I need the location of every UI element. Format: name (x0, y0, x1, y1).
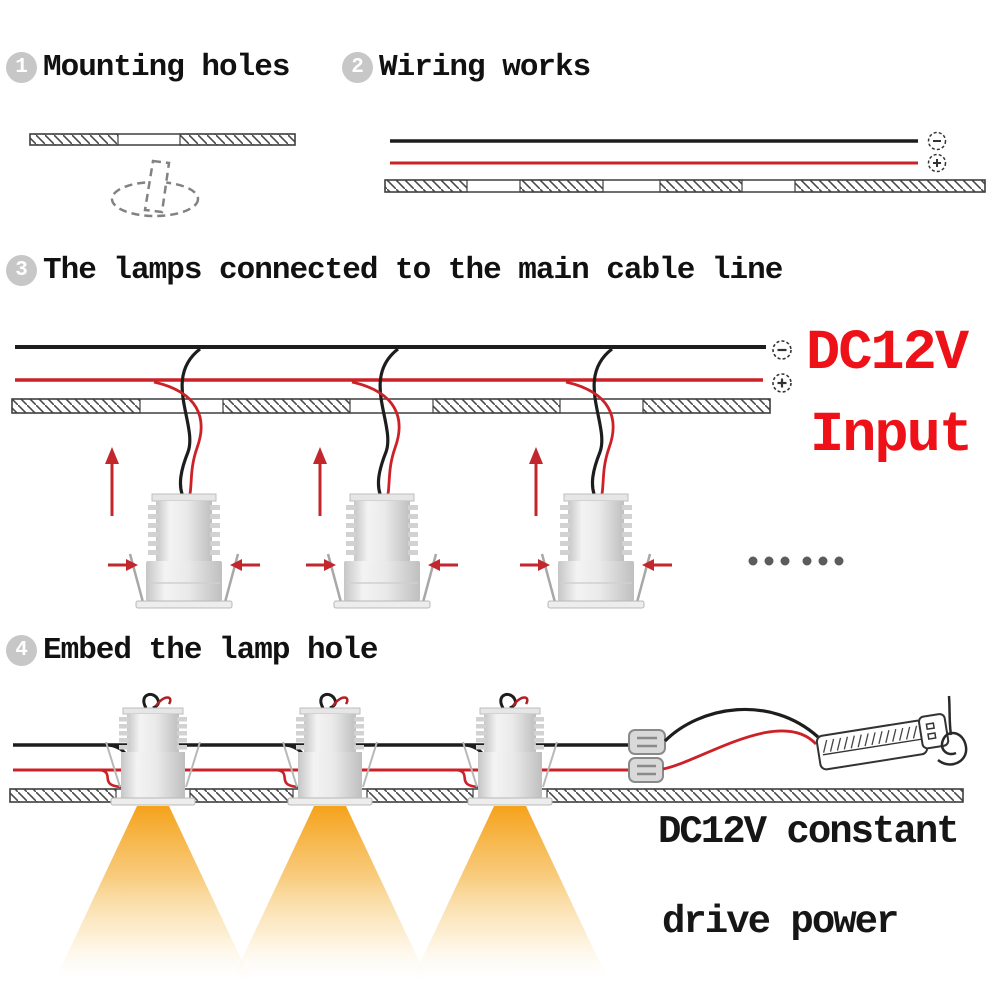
spotlight-lamp (326, 492, 438, 610)
mains-cord-hook (937, 695, 968, 766)
minus-terminal-icon (772, 340, 792, 360)
step2-number-badge: 2 (342, 52, 373, 83)
minus-terminal-icon (927, 131, 947, 151)
lamp3-drop-wires (565, 347, 615, 495)
spotlight-lamp (540, 492, 652, 610)
step3-connection-diagram (11, 340, 844, 610)
step4-header: 4 Embed the lamp hole (6, 633, 378, 668)
step3-label: The lamps connected to the main cable li… (43, 253, 783, 288)
lamp1-drop-wires (153, 347, 203, 495)
step2-wiring-diagram (384, 131, 986, 193)
spring-clip-arrows (108, 559, 672, 571)
step4-label: Embed the lamp hole (43, 633, 378, 668)
dc12v-input-label-line2: Input (810, 404, 973, 468)
light-beam-cone (413, 806, 607, 978)
step1-header: 1 Mounting holes (6, 50, 290, 85)
step2-header: 2 Wiring works (342, 50, 591, 85)
step2-label: Wiring works (379, 50, 591, 85)
step4-embedded-diagram (9, 692, 968, 978)
dc12v-input-label-line1: DC12V (806, 322, 969, 386)
spotlight-lamp (128, 492, 240, 610)
plus-terminal-icon (772, 373, 792, 393)
step1-mounting-holes-diagram (29, 133, 296, 218)
driver-label-line1: DC12V constant (658, 810, 960, 854)
step3-number-badge: 3 (6, 255, 37, 286)
plus-terminal-icon (927, 153, 947, 173)
driver-label-line2: drive power (662, 900, 899, 944)
lamp2-drop-wires (351, 347, 401, 495)
step4-number-badge: 4 (6, 635, 37, 666)
step1-number-badge: 1 (6, 52, 37, 83)
light-beam-cone (233, 806, 427, 978)
quick-connector-positive (628, 757, 664, 783)
push-up-arrows (105, 447, 543, 516)
dc12v-driver-box (815, 713, 950, 771)
drilled-hole-cutout-icon (110, 159, 200, 218)
light-beam-cone (56, 806, 250, 978)
continuation-dots-icon (748, 556, 844, 566)
step1-label: Mounting holes (43, 50, 290, 85)
driver-input-wires (662, 707, 820, 771)
step3-header: 3 The lamps connected to the main cable … (6, 253, 783, 288)
quick-connector-negative (628, 729, 666, 755)
